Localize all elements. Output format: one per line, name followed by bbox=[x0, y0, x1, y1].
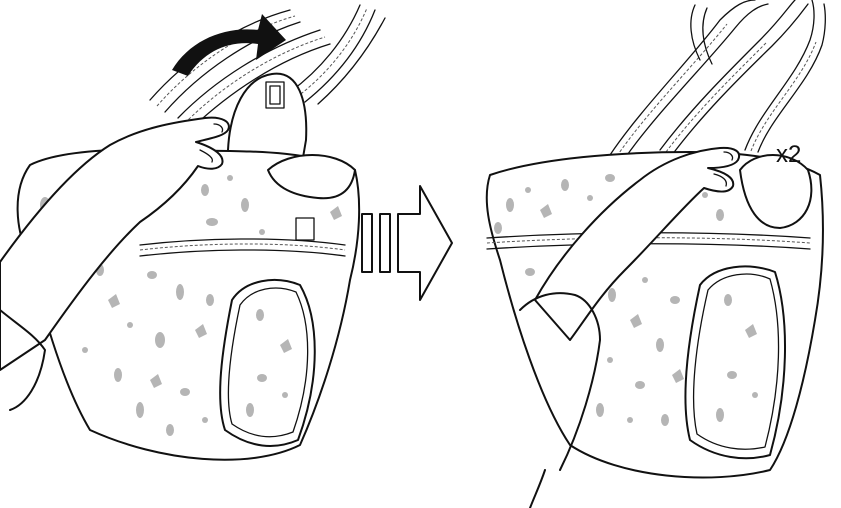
repeat-count-label: x2 bbox=[776, 141, 802, 168]
step-transition-arrow-icon bbox=[361, 185, 453, 301]
left-hand-fingernail bbox=[213, 123, 224, 133]
right-strap-bands bbox=[609, 0, 826, 159]
left-zipper-band bbox=[139, 238, 346, 257]
curved-rotation-arrow-icon bbox=[172, 14, 286, 76]
left-side-pocket bbox=[219, 279, 316, 447]
left-flap-tag bbox=[265, 81, 285, 109]
left-rim-tag bbox=[295, 217, 315, 241]
right-step-illustration bbox=[485, 0, 826, 508]
right-side-pocket bbox=[684, 265, 786, 460]
right-arm-sleeve bbox=[519, 292, 601, 471]
right-hand-fingernail bbox=[723, 151, 734, 161]
left-hand bbox=[0, 116, 230, 371]
left-bag-opening bbox=[267, 154, 356, 200]
left-strap-bands bbox=[149, 4, 386, 129]
left-step-illustration bbox=[0, 4, 386, 461]
right-flap-loop bbox=[739, 154, 813, 229]
right-hand bbox=[534, 146, 740, 341]
left-arm-sleeve bbox=[0, 309, 46, 411]
right-fabric-pattern bbox=[494, 174, 758, 426]
